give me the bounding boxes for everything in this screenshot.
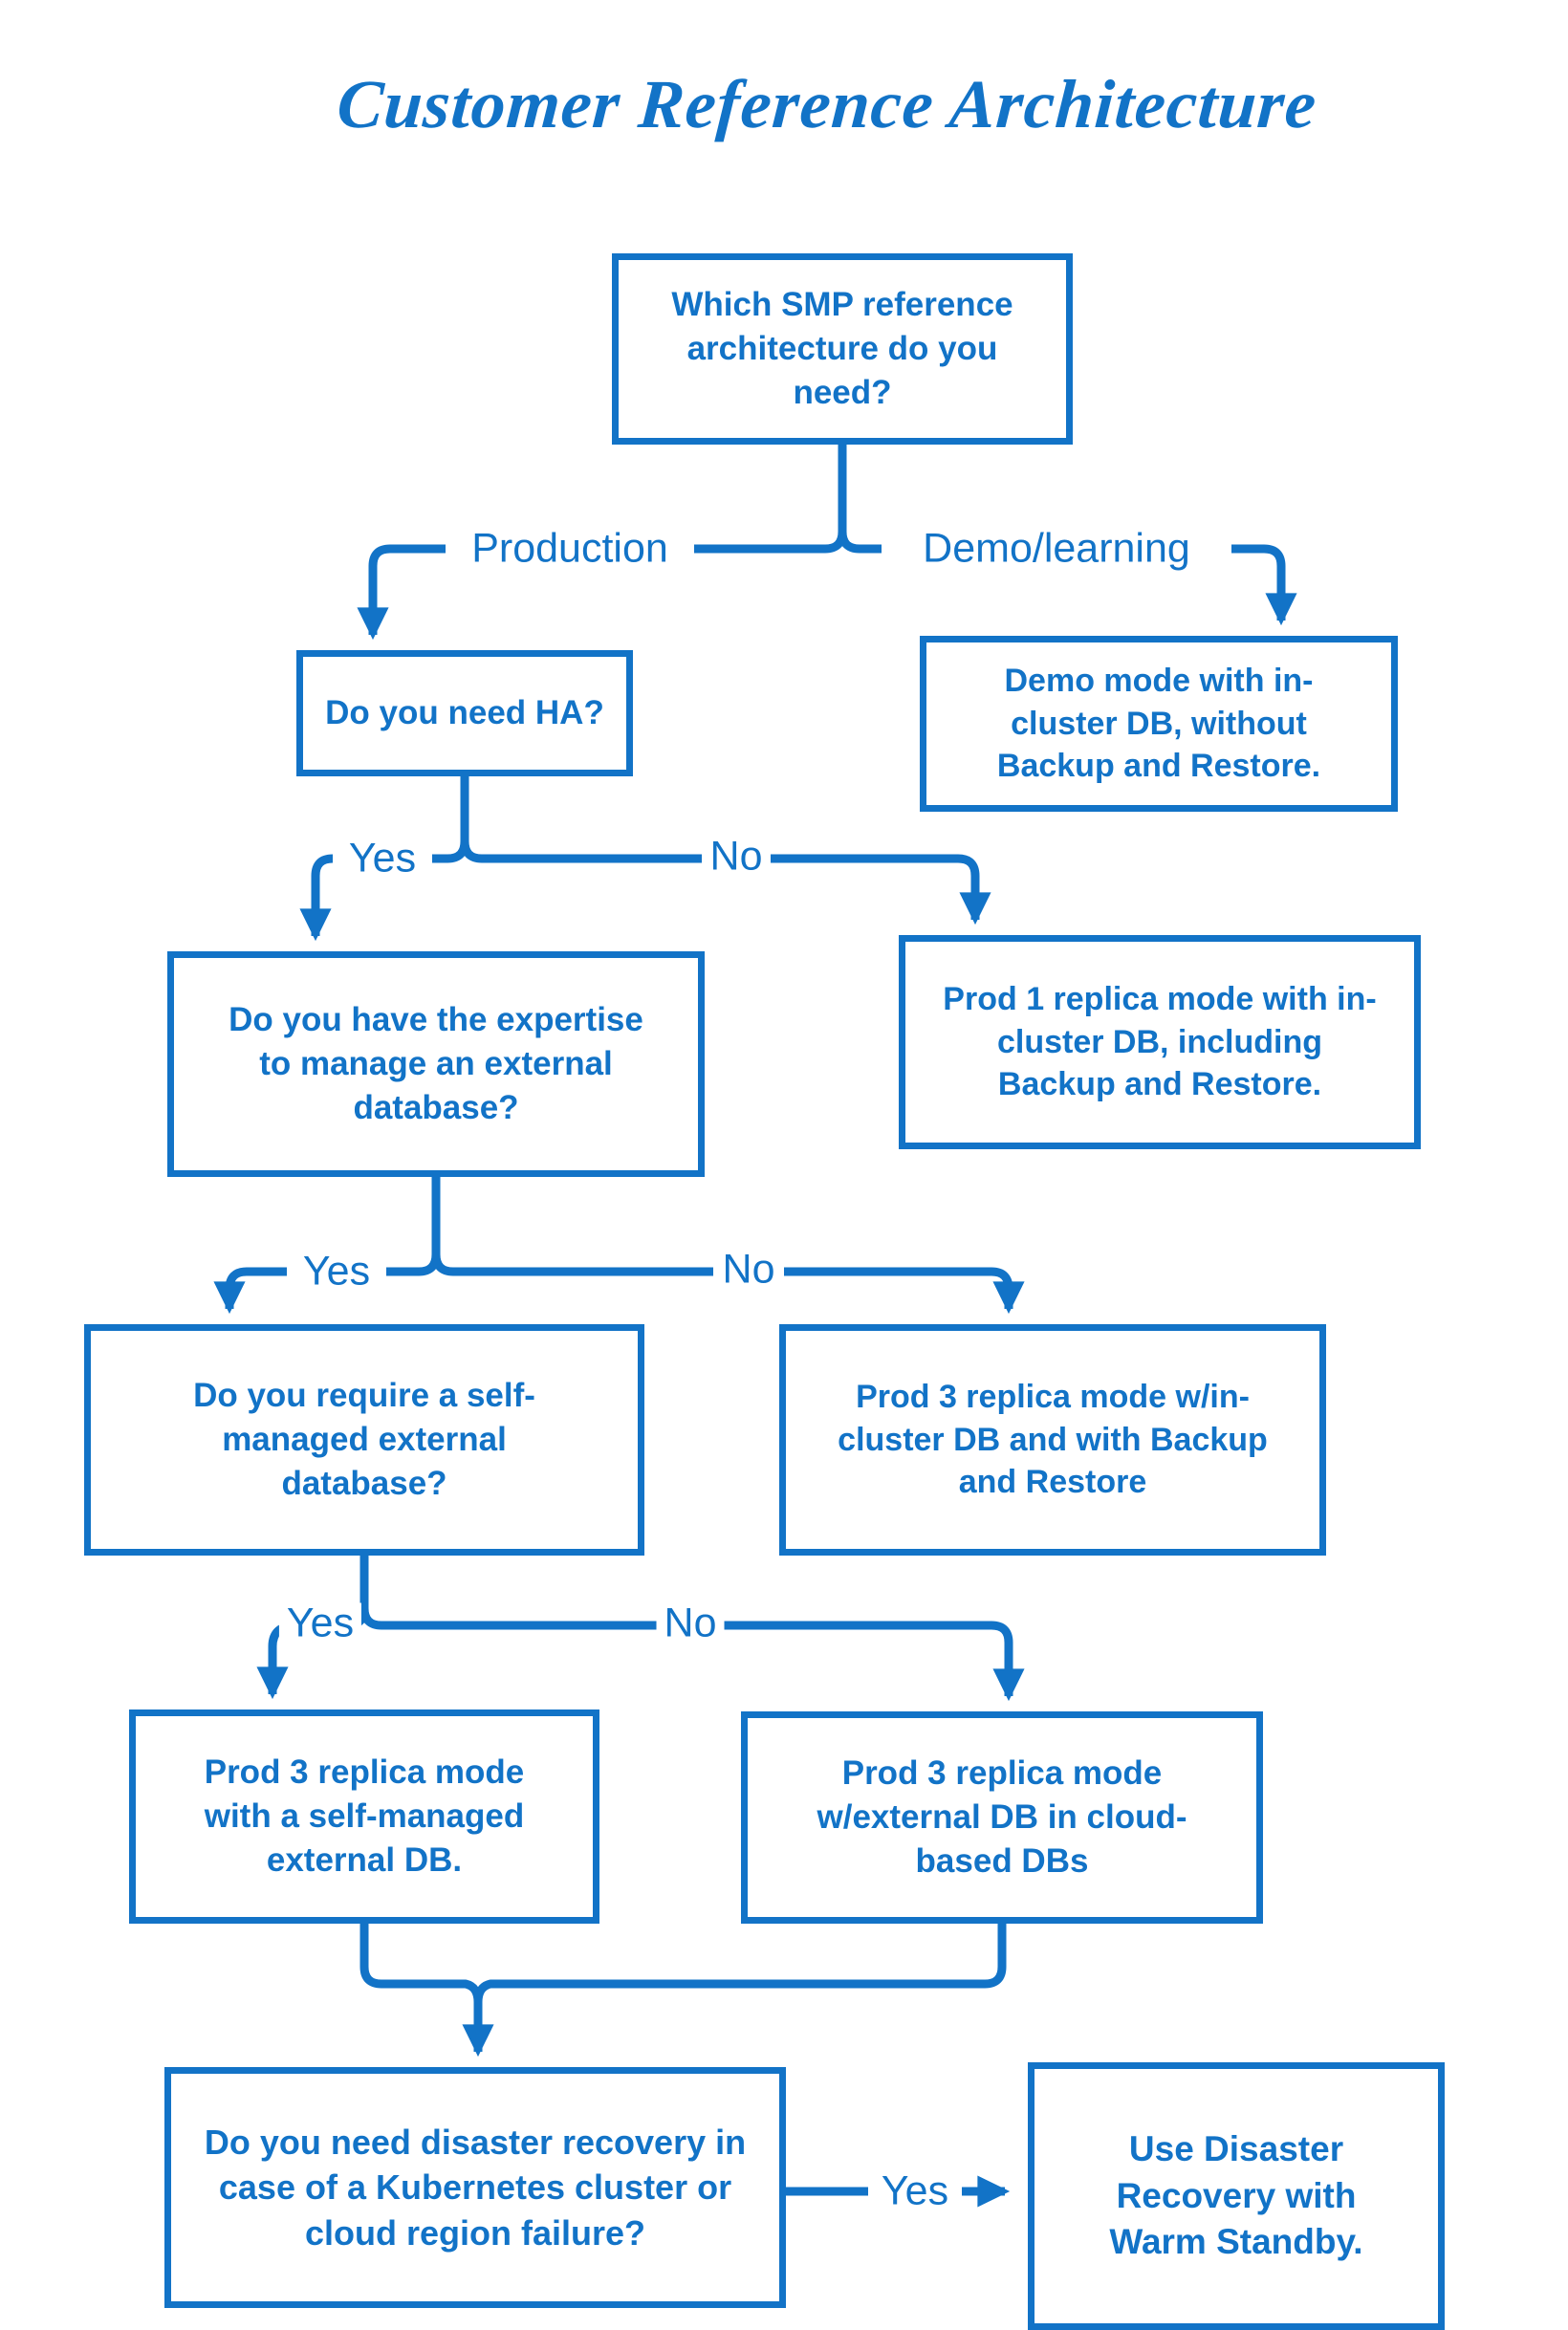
edge-label-self-managed-yes: Yes bbox=[278, 1602, 362, 1644]
edge-label-ha-yes: Yes bbox=[340, 838, 425, 880]
node-q-self-managed: Do you require a self-managed external d… bbox=[84, 1324, 644, 1556]
edge-expertise-yes-a bbox=[386, 1253, 441, 1276]
edge-label-ha-no: No bbox=[702, 836, 771, 878]
edge-expertise-no-b bbox=[784, 1267, 1025, 1315]
page-title: Customer Reference Architecture bbox=[335, 66, 1319, 142]
node-q-disaster-recovery: Do you need disaster recovery in case of… bbox=[164, 2067, 786, 2308]
edge-demo-a bbox=[838, 531, 882, 554]
edge-merge-right bbox=[473, 1924, 1007, 2003]
node-q-expertise: Do you have the expertise to manage an e… bbox=[167, 951, 705, 1177]
edge-ha-no-a bbox=[460, 840, 702, 863]
node-prod-1-replica: Prod 1 replica mode with in-cluster DB, … bbox=[899, 935, 1421, 1149]
edge-demo-b bbox=[1231, 544, 1297, 626]
edge-production-b bbox=[357, 544, 446, 641]
node-use-dr-warm-standby: Use Disaster Recovery with Warm Standby. bbox=[1028, 2062, 1445, 2330]
edge-ha-yes-b bbox=[299, 854, 334, 942]
edge-expertise-yes-b bbox=[213, 1267, 287, 1315]
node-prod-3-in-cluster: Prod 3 replica mode w/in-cluster DB and … bbox=[779, 1324, 1326, 1556]
node-demo-mode: Demo mode with in-cluster DB, without Ba… bbox=[920, 636, 1398, 812]
edge-label-demo-learning: Demo/learning bbox=[915, 528, 1198, 570]
edge-ha-yes-a bbox=[432, 840, 469, 863]
edge-selfmanaged-no-a bbox=[359, 1607, 660, 1630]
edge-selfmanaged-no-b bbox=[723, 1621, 1025, 1702]
edge-label-expertise-yes: Yes bbox=[294, 1251, 379, 1293]
node-prod-3-self-managed: Prod 3 replica mode with a self-managed … bbox=[129, 1709, 599, 1924]
edge-label-production: Production bbox=[464, 528, 676, 570]
edge-production-a bbox=[694, 531, 847, 554]
edge-expertise-no-a bbox=[431, 1253, 713, 1276]
node-prod-3-cloud: Prod 3 replica mode w/external DB in clo… bbox=[741, 1711, 1263, 1924]
node-q-ha: Do you need HA? bbox=[296, 650, 633, 776]
edge-label-dr-yes: Yes bbox=[873, 2170, 957, 2212]
edge-label-self-managed-no: No bbox=[656, 1602, 725, 1644]
edge-label-expertise-no: No bbox=[714, 1249, 783, 1291]
edge-ha-no-b bbox=[771, 854, 991, 925]
node-q-architecture: Which SMP reference architecture do you … bbox=[612, 253, 1073, 445]
edge-merge-left bbox=[359, 1924, 483, 2003]
